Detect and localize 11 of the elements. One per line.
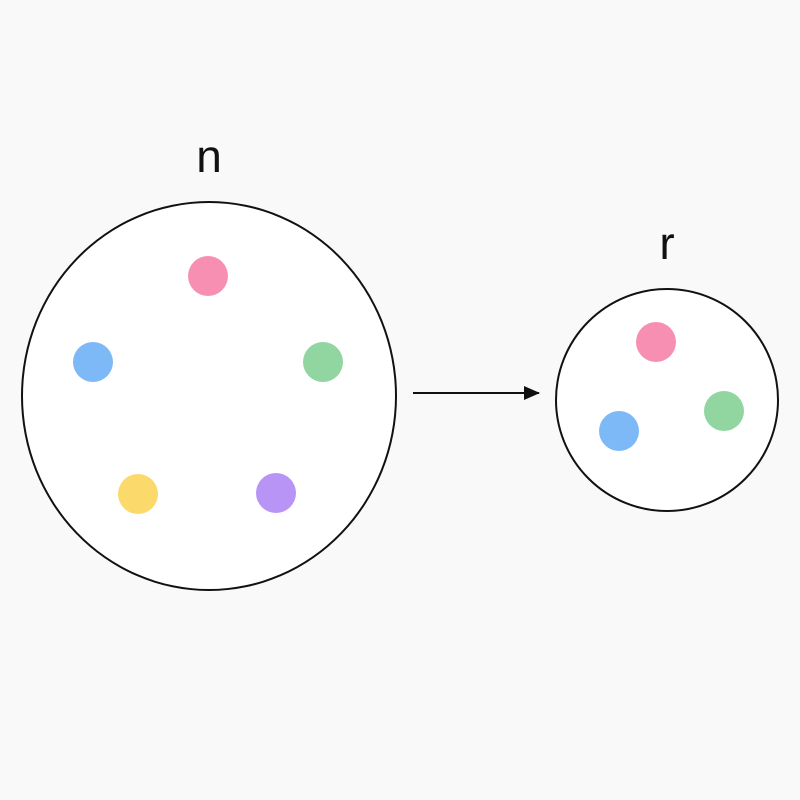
dot-marker (636, 322, 676, 362)
dot-marker (118, 474, 158, 514)
set-label: n (196, 133, 222, 179)
dot-marker (256, 473, 296, 513)
dot-marker (73, 342, 113, 382)
dot-marker (599, 411, 639, 451)
arrow (413, 386, 540, 400)
dot-marker (303, 342, 343, 382)
dot-marker (704, 391, 744, 431)
set-label: r (659, 220, 675, 266)
dot-marker (188, 256, 228, 296)
